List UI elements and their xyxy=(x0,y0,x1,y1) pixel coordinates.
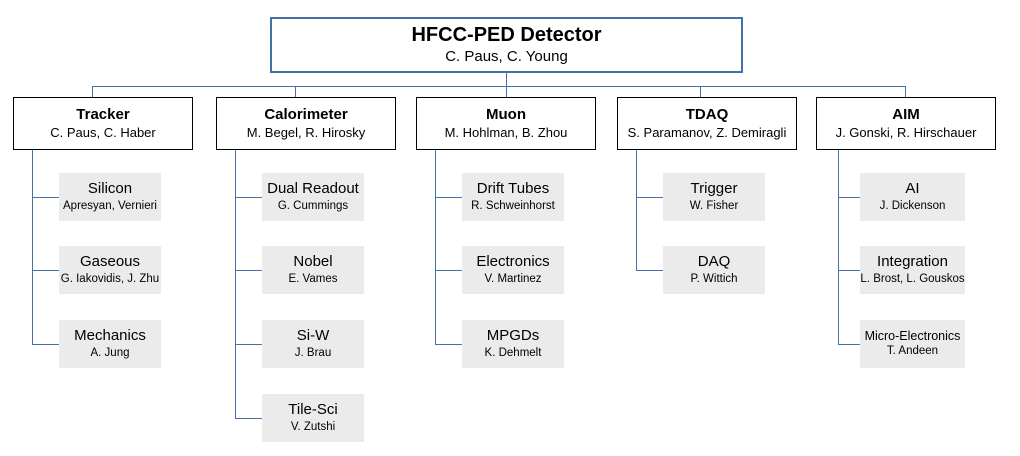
node-calorimeter-leads: M. Begel, R. Hirosky xyxy=(246,125,366,141)
node-daq-leads: P. Wittich xyxy=(690,272,738,285)
connector-branch-drift-tubes xyxy=(435,197,462,198)
node-mpgds-title: MPGDs xyxy=(486,327,540,345)
node-tracker[interactable]: Tracker C. Paus, C. Haber xyxy=(13,97,193,150)
connector-drop-calorimeter xyxy=(295,86,296,97)
connector-branch-electronics xyxy=(435,270,462,271)
node-silicon[interactable]: Silicon Apresyan, Vernieri xyxy=(59,173,161,221)
node-tile-sci-leads: V. Zutshi xyxy=(290,420,336,433)
connector-spine-aim xyxy=(838,150,839,344)
node-muon-leads: M. Hohlman, B. Zhou xyxy=(444,125,568,141)
node-mechanics-leads: A. Jung xyxy=(90,346,130,359)
node-tdaq[interactable]: TDAQ S. Paramanov, Z. Demiragli xyxy=(617,97,797,150)
node-nobel-leads: E. Vames xyxy=(288,272,338,285)
connector-branch-si-w xyxy=(235,344,262,345)
node-aim-title: AIM xyxy=(892,106,920,124)
node-aim[interactable]: AIM J. Gonski, R. Hirschauer xyxy=(816,97,996,150)
node-daq-title: DAQ xyxy=(697,253,731,271)
connector-spine-calorimeter xyxy=(235,150,236,418)
node-electronics-title: Electronics xyxy=(476,253,550,271)
node-integration[interactable]: Integration L. Brost, L. Gouskos xyxy=(860,246,965,294)
connector-branch-trigger xyxy=(636,197,663,198)
node-dual-readout[interactable]: Dual Readout G. Cummings xyxy=(262,173,364,221)
connector-drop-tracker xyxy=(92,86,93,97)
node-trigger-title: Trigger xyxy=(690,180,738,198)
node-gaseous-title: Gaseous xyxy=(79,253,141,271)
node-nobel[interactable]: Nobel E. Vames xyxy=(262,246,364,294)
node-muon-title: Muon xyxy=(486,106,526,124)
connector-branch-daq xyxy=(636,270,663,271)
connector-drop-aim xyxy=(905,86,906,97)
node-drift-tubes[interactable]: Drift Tubes R. Schweinhorst xyxy=(462,173,564,221)
connector-branch-silicon xyxy=(32,197,59,198)
node-ai[interactable]: AI J. Dickenson xyxy=(860,173,965,221)
connector-spine-muon xyxy=(435,150,436,344)
node-si-w-leads: J. Brau xyxy=(294,346,332,359)
node-trigger-leads: W. Fisher xyxy=(689,199,739,212)
node-trigger[interactable]: Trigger W. Fisher xyxy=(663,173,765,221)
node-dual-readout-title: Dual Readout xyxy=(267,180,359,198)
connector-drop-muon xyxy=(506,86,507,97)
node-root-leads: C. Paus, C. Young xyxy=(445,48,568,65)
connector-branch-dual-readout xyxy=(235,197,262,198)
node-nobel-title: Nobel xyxy=(293,253,333,271)
node-mechanics[interactable]: Mechanics A. Jung xyxy=(59,320,161,368)
connector-level2-bus xyxy=(92,86,905,87)
node-aim-leads: J. Gonski, R. Hirschauer xyxy=(835,125,977,141)
node-daq[interactable]: DAQ P. Wittich xyxy=(663,246,765,294)
connector-branch-tile-sci xyxy=(235,418,262,419)
node-mechanics-title: Mechanics xyxy=(74,327,146,345)
node-dual-readout-leads: G. Cummings xyxy=(277,199,349,212)
node-calorimeter[interactable]: Calorimeter M. Begel, R. Hirosky xyxy=(216,97,396,150)
node-integration-title: Integration xyxy=(877,253,948,271)
node-muon[interactable]: Muon M. Hohlman, B. Zhou xyxy=(416,97,596,150)
connector-branch-ai xyxy=(838,197,860,198)
node-drift-tubes-leads: R. Schweinhorst xyxy=(471,199,555,212)
node-silicon-leads: Apresyan, Vernieri xyxy=(63,199,157,212)
node-mpgds[interactable]: MPGDs K. Dehmelt xyxy=(462,320,564,368)
node-electronics-leads: V. Martinez xyxy=(484,272,542,285)
connector-branch-micro-electronics xyxy=(838,344,860,345)
node-si-w-title: Si-W xyxy=(296,327,330,345)
node-ai-leads: J. Dickenson xyxy=(879,199,946,212)
node-gaseous-leads: G. Iakovidis, J. Zhu xyxy=(60,272,160,285)
node-calorimeter-title: Calorimeter xyxy=(264,106,348,124)
node-tdaq-leads: S. Paramanov, Z. Demiragli xyxy=(627,125,787,141)
connector-root-stem xyxy=(506,73,507,86)
connector-spine-tracker xyxy=(32,150,33,344)
connector-spine-tdaq xyxy=(636,150,637,270)
node-tracker-title: Tracker xyxy=(76,106,130,124)
node-tile-sci[interactable]: Tile-Sci V. Zutshi xyxy=(262,394,364,442)
node-tile-sci-title: Tile-Sci xyxy=(288,401,338,419)
node-micro-electronics-title: Micro-Electronics xyxy=(864,328,961,343)
node-micro-electronics-leads: T. Andeen xyxy=(886,345,939,358)
node-gaseous[interactable]: Gaseous G. Iakovidis, J. Zhu xyxy=(59,246,161,294)
connector-drop-tdaq xyxy=(700,86,701,97)
node-integration-leads: L. Brost, L. Gouskos xyxy=(860,272,965,285)
node-ai-title: AI xyxy=(905,180,920,198)
connector-branch-mpgds xyxy=(435,344,462,345)
connector-branch-mechanics xyxy=(32,344,59,345)
connector-branch-integration xyxy=(838,270,860,271)
node-mpgds-leads: K. Dehmelt xyxy=(484,346,542,359)
node-electronics[interactable]: Electronics V. Martinez xyxy=(462,246,564,294)
node-silicon-title: Silicon xyxy=(87,180,133,198)
connector-branch-nobel xyxy=(235,270,262,271)
node-drift-tubes-title: Drift Tubes xyxy=(476,180,550,198)
node-si-w[interactable]: Si-W J. Brau xyxy=(262,320,364,368)
node-tdaq-title: TDAQ xyxy=(685,106,729,124)
node-micro-electronics[interactable]: Micro-Electronics T. Andeen xyxy=(860,320,965,368)
node-root[interactable]: HFCC-PED Detector C. Paus, C. Young xyxy=(270,17,743,73)
node-tracker-leads: C. Paus, C. Haber xyxy=(50,125,156,141)
connector-branch-gaseous xyxy=(32,270,59,271)
node-root-title: HFCC-PED Detector xyxy=(411,24,602,46)
